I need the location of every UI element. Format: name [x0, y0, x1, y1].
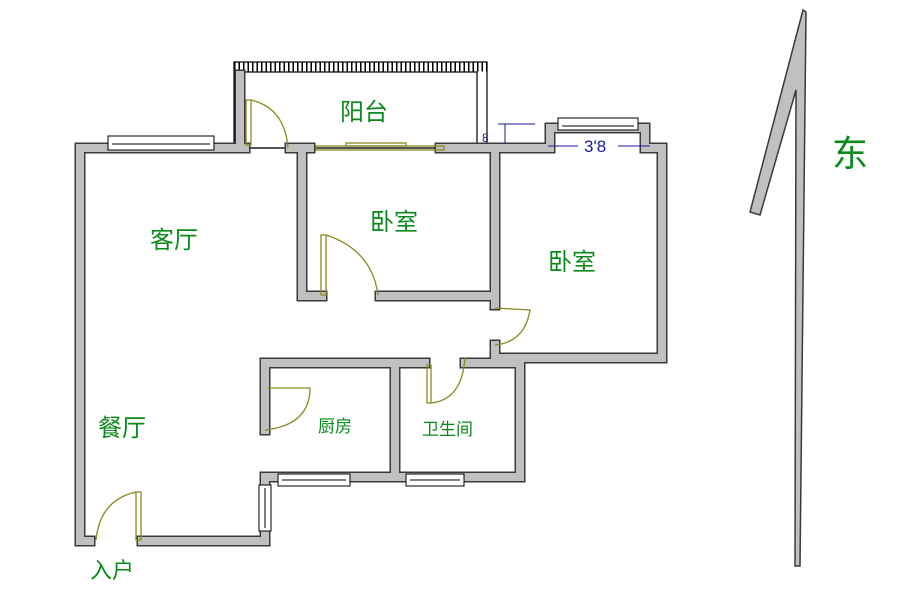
dimension-window-width: 3'8	[584, 137, 606, 156]
compass-direction-label: 东	[832, 134, 868, 175]
windows	[107, 117, 639, 532]
doors	[95, 99, 531, 541]
walls	[74, 69, 668, 547]
compass-arrow-icon	[749, 8, 807, 567]
dimension-annotation: 8 3'8	[482, 123, 650, 156]
room-label-bedroom-east: 卧室	[548, 248, 596, 276]
room-label-bedroom-north: 卧室	[370, 208, 418, 236]
room-label-bathroom: 卫生间	[422, 420, 473, 440]
room-label-living-room: 客厅	[150, 226, 198, 254]
dimension-small-mark: 8	[482, 131, 489, 145]
room-label-dining-room: 餐厅	[98, 414, 146, 442]
entrance-label: 入户	[90, 559, 134, 584]
room-label-balcony: 阳台	[340, 98, 388, 126]
room-label-kitchen: 厨房	[318, 417, 352, 437]
